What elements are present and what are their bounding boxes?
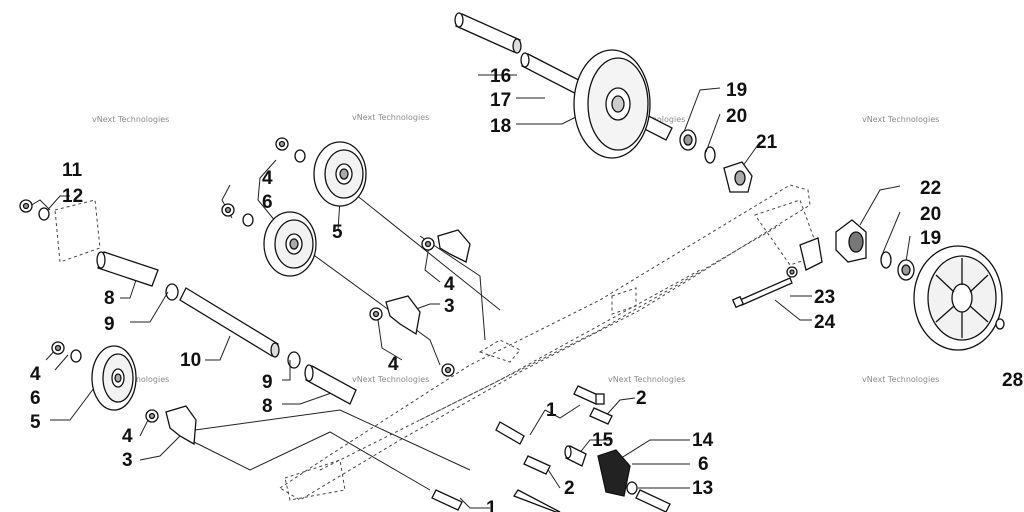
watermark-2: vNext Technologies xyxy=(352,113,429,122)
callout-4-e: 4 xyxy=(122,426,133,447)
callout-13: 13 xyxy=(692,478,713,499)
callout-5-upper: 5 xyxy=(332,222,343,243)
bracket-3-middle xyxy=(385,295,421,336)
callout-6-c: 6 xyxy=(698,454,709,475)
callout-14: 14 xyxy=(692,430,714,451)
idler-wheel-5-upper xyxy=(313,141,367,207)
nut-11 xyxy=(19,199,33,213)
washer-6-d xyxy=(626,481,638,495)
callout-4-b: 4 xyxy=(444,274,455,295)
callout-2-lower: 2 xyxy=(564,478,575,499)
bolt-1-lower xyxy=(431,489,463,511)
bumper-block-14 xyxy=(597,449,631,497)
snap-ring-20 xyxy=(704,146,716,164)
callout-19-upper: 19 xyxy=(726,80,747,101)
bolt-1-upper xyxy=(573,385,605,405)
callout-19-right: 19 xyxy=(920,228,941,249)
callout-21: 21 xyxy=(756,132,778,153)
nut-23 xyxy=(786,266,798,278)
cross-shaft-10 xyxy=(179,287,280,358)
callout-23: 23 xyxy=(814,287,835,308)
callout-4-a: 4 xyxy=(262,168,273,189)
callout-12: 12 xyxy=(62,186,83,207)
washer-12 xyxy=(38,207,50,221)
bracket-3-lower xyxy=(165,405,197,446)
callout-20-upper: 20 xyxy=(726,106,747,127)
washer-9-left xyxy=(165,283,179,301)
callout-9-left: 9 xyxy=(104,314,115,335)
bracket-3-upper xyxy=(437,229,471,263)
callout-3-lower: 3 xyxy=(122,450,133,471)
spacer-tube-8-right xyxy=(304,364,357,405)
callout-4-d: 4 xyxy=(30,364,41,385)
nut-4-e xyxy=(441,363,455,377)
nut-4-c xyxy=(421,237,435,251)
nut-4-f xyxy=(51,341,65,355)
callout-labels: 16 17 18 19 20 21 22 20 19 23 24 28 4 6 … xyxy=(30,66,1023,512)
idler-wheel-5-middle xyxy=(263,211,317,277)
leader-lines xyxy=(29,74,911,509)
callout-6-a: 6 xyxy=(262,192,273,213)
bolt-24 xyxy=(731,277,793,309)
idler-wheel-5-lower xyxy=(91,345,137,411)
bolt-2-lower xyxy=(513,489,561,512)
nut-4-b xyxy=(221,203,235,217)
axle-mount-block xyxy=(799,237,823,271)
snap-ring-20-right xyxy=(880,251,892,269)
callout-24: 24 xyxy=(814,312,836,333)
watermark-6: vNext Technologies xyxy=(352,375,429,384)
slide-rail-frame xyxy=(54,184,821,501)
callout-22: 22 xyxy=(920,178,941,199)
spacer-tube-8-left xyxy=(96,251,159,287)
washer-9-right xyxy=(287,351,301,369)
bolt-1-middle xyxy=(495,421,525,445)
spacer-21 xyxy=(723,161,753,193)
callout-28: 28 xyxy=(1002,370,1023,391)
rear-wheel-28 xyxy=(913,245,1005,351)
callout-15: 15 xyxy=(592,430,614,451)
bearing-19-right xyxy=(897,259,915,281)
callout-8-left: 8 xyxy=(104,288,115,309)
callout-1-lower: 1 xyxy=(486,498,497,512)
callout-11: 11 xyxy=(62,160,83,181)
bolt-2-upper xyxy=(589,407,613,425)
bolt-2-middle xyxy=(523,455,551,475)
washer-6-a xyxy=(294,149,306,163)
callout-5-lower: 5 xyxy=(30,412,41,433)
callout-6-b: 6 xyxy=(30,388,41,409)
bearing-19 xyxy=(679,129,697,151)
nut-4-d xyxy=(369,307,383,321)
callout-16: 16 xyxy=(490,66,511,87)
callout-2-upper: 2 xyxy=(636,388,647,409)
nut-4-a xyxy=(275,137,289,151)
idler-wheel-18 xyxy=(573,49,651,159)
watermark-8: vNext Technologies xyxy=(862,375,939,384)
callout-8-right: 8 xyxy=(262,396,273,417)
hub-22 xyxy=(835,219,867,263)
watermark-7: vNext Technologies xyxy=(608,375,685,384)
washer-6-b xyxy=(242,213,254,227)
callout-10: 10 xyxy=(180,350,201,371)
watermark-4: vNext Technologies xyxy=(862,115,939,124)
axle-shaft-16 xyxy=(454,12,522,54)
callout-17: 17 xyxy=(490,90,511,111)
callout-3-upper: 3 xyxy=(444,296,455,317)
bolt-13 xyxy=(635,489,671,512)
washer-6-c xyxy=(70,349,82,363)
callout-18: 18 xyxy=(490,116,511,137)
spacer-15 xyxy=(564,445,587,467)
callout-4-c: 4 xyxy=(388,354,399,375)
callout-1-upper: 1 xyxy=(546,400,557,421)
callout-9-right: 9 xyxy=(262,372,273,393)
watermark-1: vNext Technologies xyxy=(92,115,169,124)
callout-20-right: 20 xyxy=(920,204,941,225)
nut-4-g xyxy=(145,409,159,423)
